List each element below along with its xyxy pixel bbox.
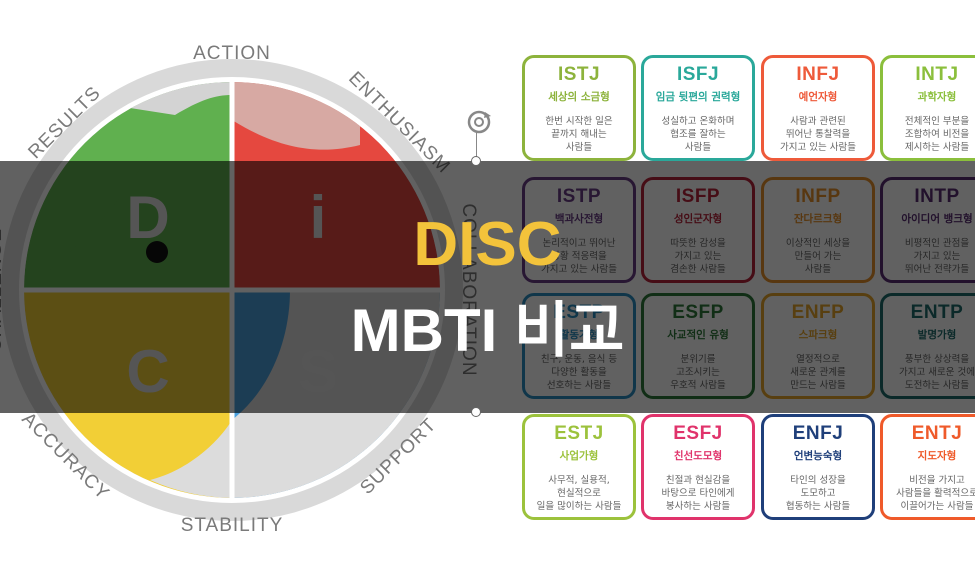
mbti-description: 타인의 성장을 도모하고 협동하는 사람들 (785, 475, 851, 512)
mbti-title: 사업가형 (559, 450, 599, 462)
disc-ring-label: STABILITY (181, 515, 284, 536)
mbti-description: 한번 시작한 일은 끝까지 해내는 사람들 (545, 116, 613, 153)
selection-handle-top[interactable] (471, 156, 481, 166)
mbti-code: ISFJ (676, 64, 720, 85)
mbti-description: 성실하고 온화하며 협조를 잘하는 사람들 (661, 116, 735, 153)
headline-subtitle: MBTI 비교 (350, 297, 625, 364)
mbti-code: INTJ (915, 64, 959, 85)
mbti-title: 과학자형 (917, 91, 957, 103)
mbti-description: 비전을 가지고 사람들을 활력적으로 이끌어가는 사람들 (896, 475, 975, 512)
mbti-code: ENFJ (792, 423, 844, 444)
disc-quadrant-d-light (130, 82, 232, 115)
headline-title: DISC (413, 210, 562, 279)
mbti-code: ISTJ (557, 64, 601, 85)
mbti-description: 전체적인 부분을 조합하여 비전을 제시하는 사람들 (904, 116, 970, 153)
disc-quadrant-i-hatch (232, 82, 360, 150)
mbti-description: 사무적, 실용적, 현실적으로 일을 많이하는 사람들 (536, 475, 622, 512)
rotate-handle-icon[interactable] (467, 110, 491, 134)
mbti-title: 친선도모형 (673, 450, 723, 462)
mbti-code: INFJ (796, 64, 840, 85)
mbti-code: ENTJ (911, 423, 963, 444)
mbti-title: 지도자형 (917, 450, 957, 462)
mbti-description: 사람과 관련된 뛰어난 통찰력을 가지고 있는 사람들 (780, 116, 856, 153)
mbti-title: 언변능숙형 (793, 450, 843, 462)
disc-quadrant-c-light (150, 420, 232, 498)
mbti-title: 예언자형 (798, 91, 838, 103)
selection-connector-top (476, 132, 477, 160)
mbti-title: 임금 뒷편의 권력형 (655, 91, 741, 103)
disc-ring-label: ACTION (193, 43, 271, 64)
mbti-title: 세상의 소금형 (548, 91, 610, 103)
mbti-code: ESFJ (673, 423, 723, 444)
dark-overlay-banner (0, 161, 975, 413)
mbti-code: ESTJ (554, 423, 604, 444)
selection-handle-bottom[interactable] (471, 407, 481, 417)
mbti-description: 친절과 현실감을 바탕으로 타인에게 봉사하는 사람들 (661, 475, 735, 512)
